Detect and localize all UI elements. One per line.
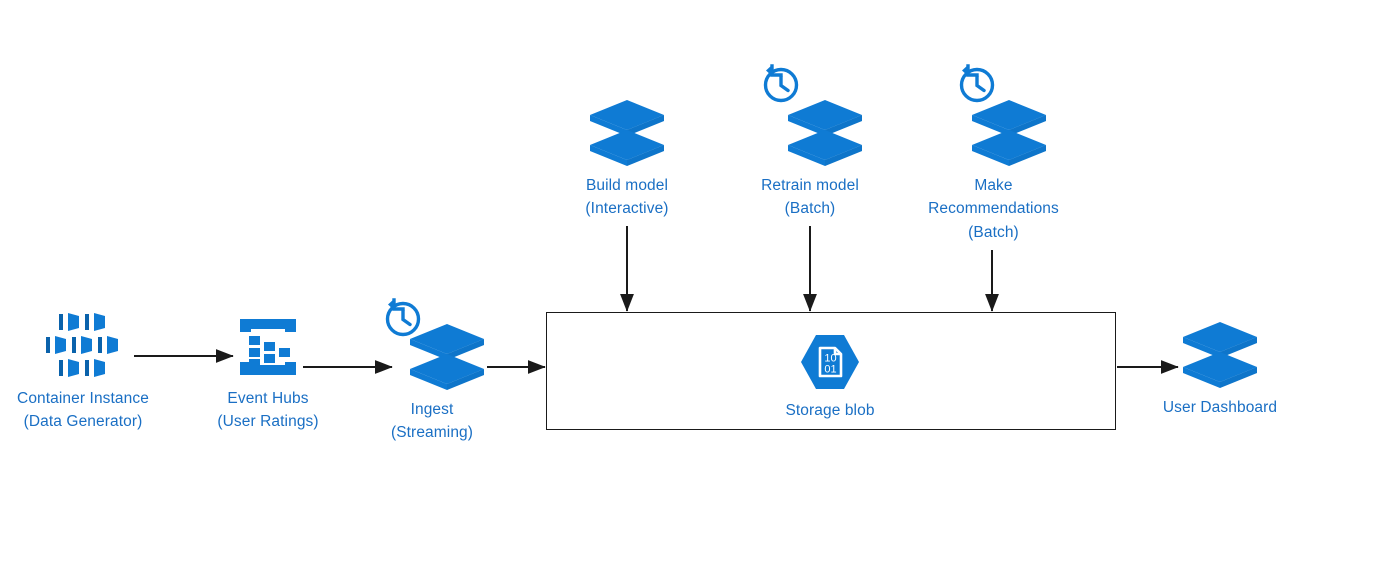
node-retrain-model[interactable]: Retrain model (Batch) <box>738 62 882 221</box>
node-label-storage-blob: Storage blob <box>785 402 875 419</box>
node-event-hubs[interactable]: Event Hubs (User Ratings) <box>188 316 348 434</box>
node-user-dashboard[interactable]: User Dashboard <box>1148 322 1292 419</box>
storage-blob-icon-text-top: 10 <box>824 353 836 365</box>
event-hubs-icon <box>237 316 299 383</box>
data-store-box <box>546 312 1116 430</box>
storage-blob-icon-text-bottom: 01 <box>824 364 836 376</box>
clock-history-icon <box>954 62 998 111</box>
node-build-model[interactable]: Build model (Interactive) <box>555 100 699 221</box>
container-instance-icon <box>41 312 125 383</box>
storage-blob-icon: 10 01 <box>800 334 860 395</box>
clock-history-icon <box>758 62 802 111</box>
node-label-build-model: Build model (Interactive) <box>585 177 669 218</box>
node-label-container-instance: Container Instance (Data Generator) <box>17 390 149 431</box>
node-storage-blob[interactable]: 10 01 Storage blob <box>766 334 894 422</box>
databricks-layers-icon <box>1183 322 1257 392</box>
clock-history-icon <box>380 296 424 345</box>
databricks-layers-icon <box>942 62 1046 170</box>
databricks-layers-icon <box>590 100 664 170</box>
node-make-recommendations[interactable]: Make Recommendations (Batch) <box>906 62 1081 244</box>
databricks-layers-icon <box>758 62 862 170</box>
node-label-ingest: Ingest (Streaming) <box>390 401 474 442</box>
databricks-layers-icon <box>380 296 484 394</box>
node-ingest[interactable]: Ingest (Streaming) <box>360 296 504 445</box>
node-container-instance[interactable]: Container Instance (Data Generator) <box>0 312 166 434</box>
node-label-make-recommendations: Make Recommendations (Batch) <box>928 177 1059 241</box>
node-label-event-hubs: Event Hubs (User Ratings) <box>217 390 319 431</box>
node-label-retrain-model: Retrain model (Batch) <box>761 177 859 218</box>
node-label-user-dashboard: User Dashboard <box>1162 399 1278 416</box>
